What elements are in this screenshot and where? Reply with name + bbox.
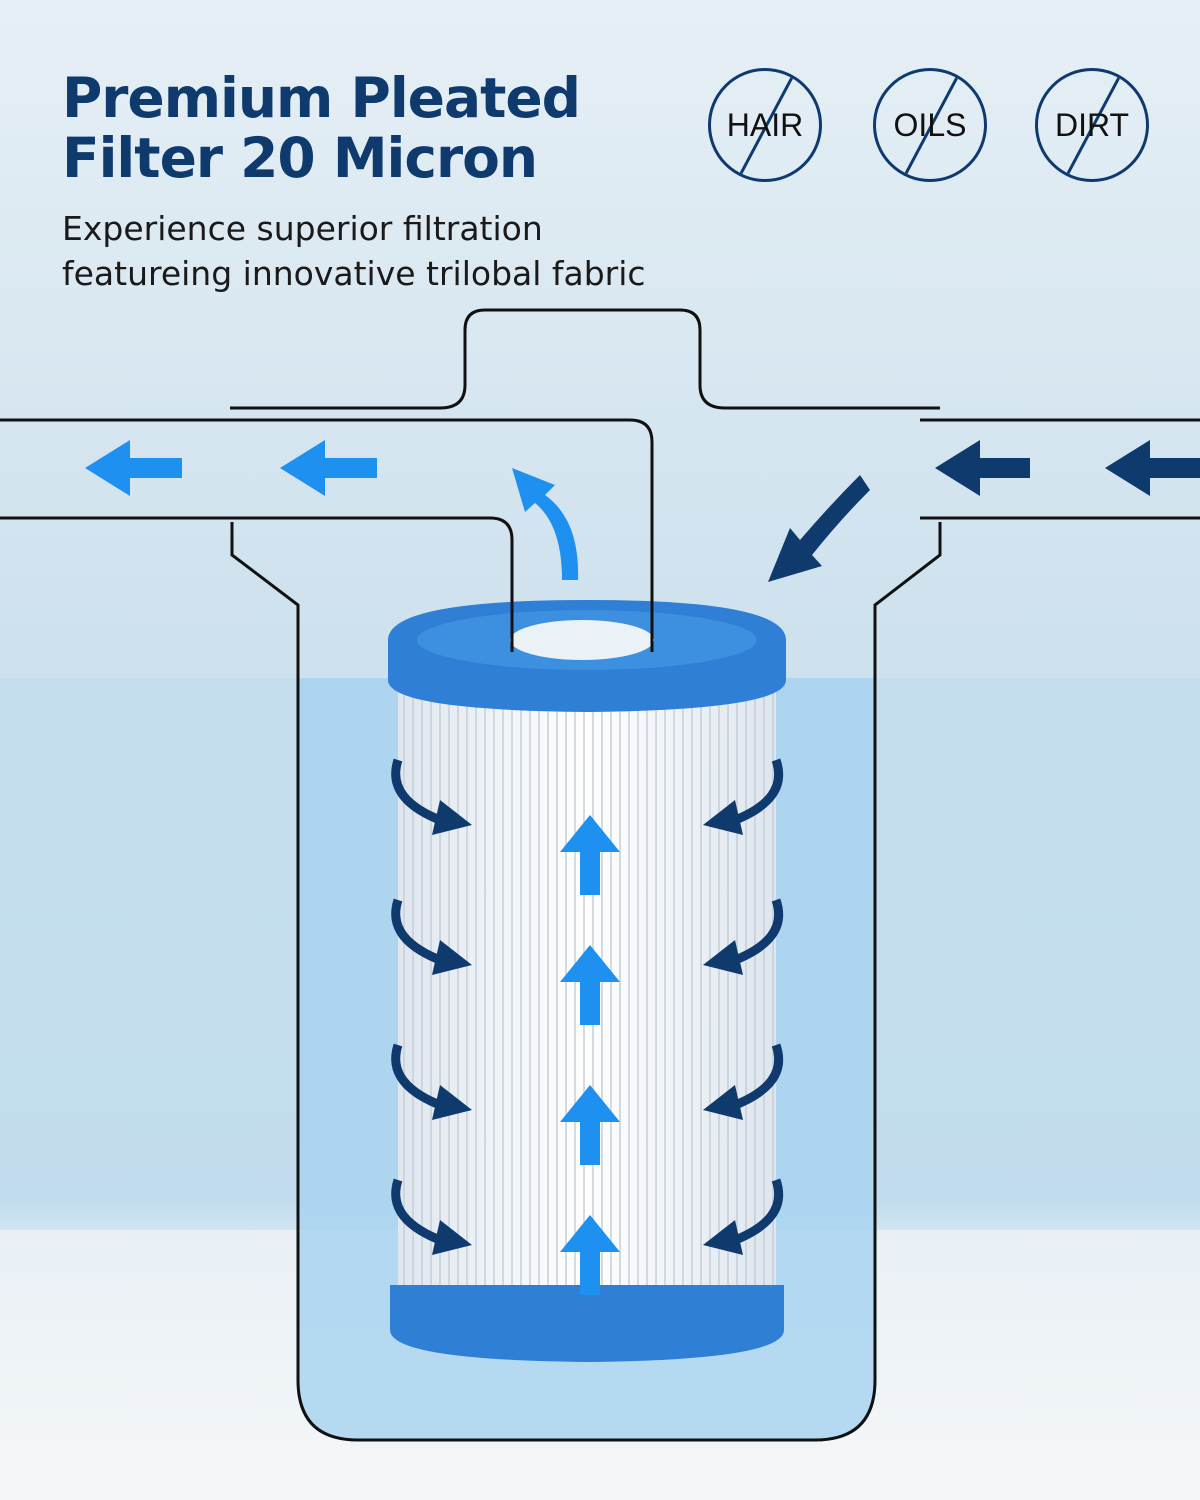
no-oils-badge: OILS bbox=[873, 68, 987, 182]
badge-label: DIRT bbox=[1054, 106, 1130, 143]
no-hair-badge: HAIR bbox=[708, 68, 822, 182]
title-line-1: Premium Pleated bbox=[62, 66, 581, 130]
badge-label: OILS bbox=[893, 106, 967, 143]
subtitle-line-1: Experience superior filtration bbox=[62, 209, 543, 248]
page-title: Premium Pleated Filter 20 Micron bbox=[62, 66, 581, 190]
subtitle-line-2: featureing innovative trilobal fabric bbox=[62, 254, 646, 293]
badge-label: HAIR bbox=[726, 106, 804, 143]
filter-cartridge bbox=[388, 600, 786, 1362]
pipe-outline bbox=[0, 308, 1200, 1442]
inflow-arrows bbox=[396, 440, 1200, 1255]
subtitle: Experience superior filtration featurein… bbox=[62, 206, 646, 296]
no-dirt-badge: DIRT bbox=[1035, 68, 1149, 182]
title-line-2: Filter 20 Micron bbox=[62, 126, 538, 190]
outflow-arrows bbox=[85, 440, 620, 1295]
